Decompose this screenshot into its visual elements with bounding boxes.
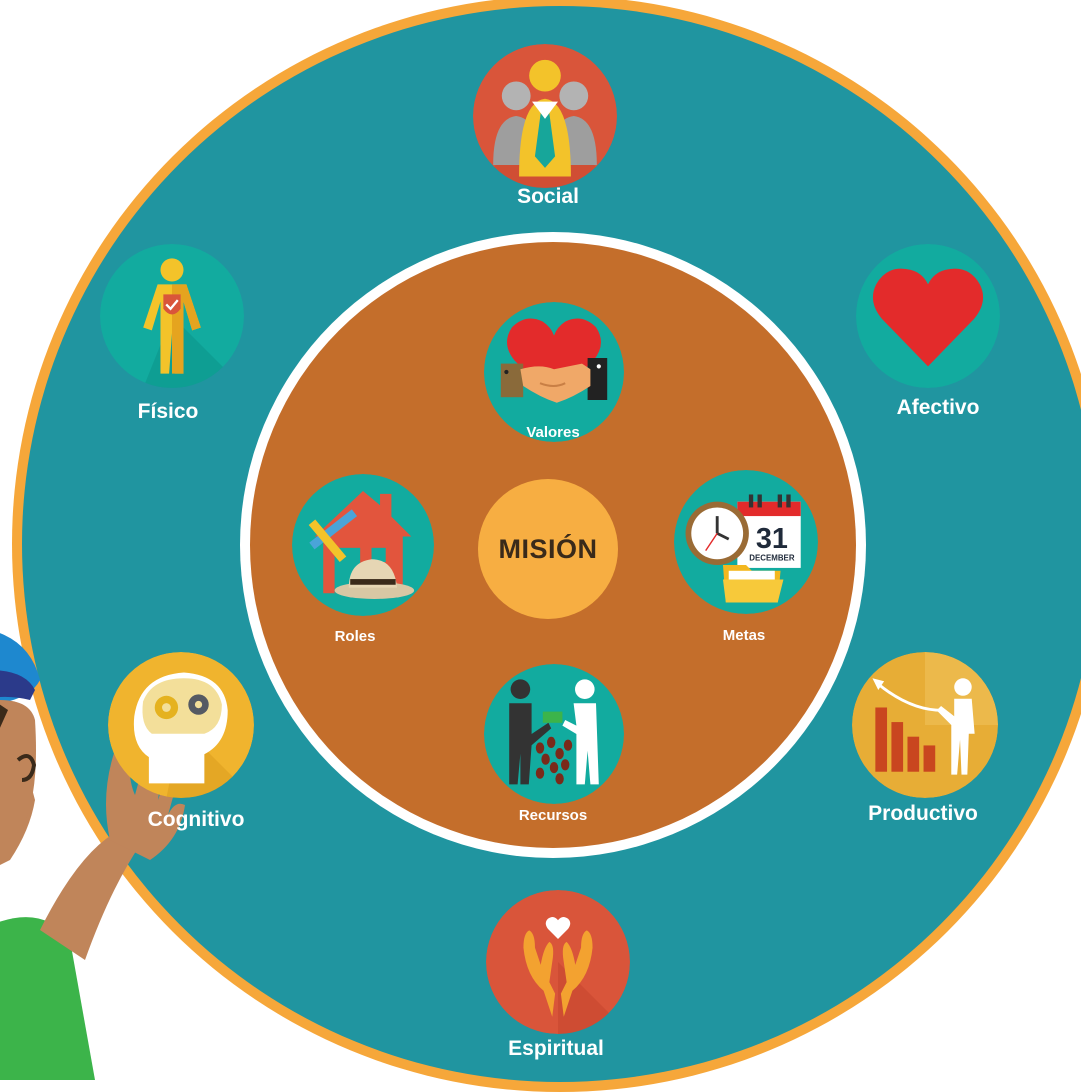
- outer-item-label: Cognitivo: [147, 808, 245, 831]
- head-gears-icon: [108, 652, 254, 798]
- outer-item-label: Físico: [137, 400, 199, 423]
- clock-calendar-icon: 31 DECEMBER: [674, 470, 818, 614]
- calendar-month: DECEMBER: [749, 554, 795, 563]
- house-tools-icon: [292, 474, 434, 616]
- heart-icon: [856, 244, 1000, 388]
- hands-heart-icon: [486, 890, 630, 1034]
- body-shield-icon: [100, 244, 244, 388]
- child-figure-illustration: [0, 633, 185, 1080]
- outer-item-label: Social: [517, 185, 579, 208]
- people-leader-icon: [473, 44, 617, 188]
- mission-center: MISIÓN: [478, 479, 618, 619]
- inner-item-label: Recursos: [518, 807, 588, 824]
- handshake-heart-icon: [484, 302, 624, 442]
- inner-item-label: Roles: [334, 628, 376, 645]
- inner-item-label: Valores: [526, 424, 580, 441]
- growth-chart-icon: [852, 652, 998, 798]
- exchange-cacao-icon: [484, 664, 624, 804]
- outer-item-label: Afectivo: [896, 396, 980, 419]
- outer-item-label: Espiritual: [508, 1037, 604, 1060]
- outer-item-label: Productivo: [868, 802, 978, 825]
- inner-item-label: Metas: [722, 627, 766, 644]
- calendar-day: 31: [756, 523, 788, 555]
